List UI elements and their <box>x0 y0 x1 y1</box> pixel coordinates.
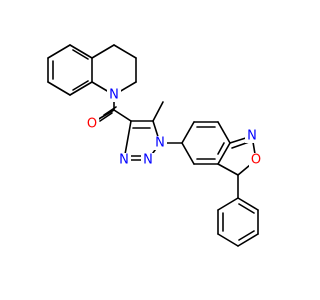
bond <box>237 197 259 211</box>
bond <box>217 233 239 247</box>
bond <box>99 112 113 122</box>
bond <box>217 163 239 176</box>
bond <box>91 44 115 59</box>
molecule-diagram: N O N N N N O <box>47 44 263 247</box>
bond <box>217 121 231 144</box>
bond <box>96 109 115 121</box>
bond <box>238 230 255 241</box>
bond <box>47 44 71 59</box>
bond <box>152 101 164 122</box>
bond <box>181 142 195 165</box>
bond <box>217 142 231 165</box>
bond <box>238 203 255 214</box>
atom-n3-triazole: N <box>119 153 129 168</box>
bond <box>69 81 93 96</box>
bond <box>103 106 117 116</box>
bond <box>237 233 259 247</box>
atom-n-benzisoxazole: N <box>247 129 257 144</box>
bond <box>113 109 132 122</box>
atom-o-benzisoxazole: O <box>251 153 261 168</box>
atom-labels: N O N N N N O <box>85 88 263 168</box>
atom-o-carbonyl: O <box>87 117 97 132</box>
atom-n1-triazole: N <box>155 136 165 151</box>
bond <box>69 44 93 59</box>
bond <box>47 81 71 96</box>
bond <box>181 121 195 144</box>
bond <box>72 49 89 60</box>
atom-n-quinoline: N <box>109 88 119 103</box>
bond <box>217 197 239 211</box>
bond <box>72 80 89 91</box>
bond <box>113 44 137 59</box>
atom-n2-triazole: N <box>143 153 153 168</box>
structure-svg: N O N N N N O <box>47 44 263 247</box>
bond <box>217 142 225 155</box>
